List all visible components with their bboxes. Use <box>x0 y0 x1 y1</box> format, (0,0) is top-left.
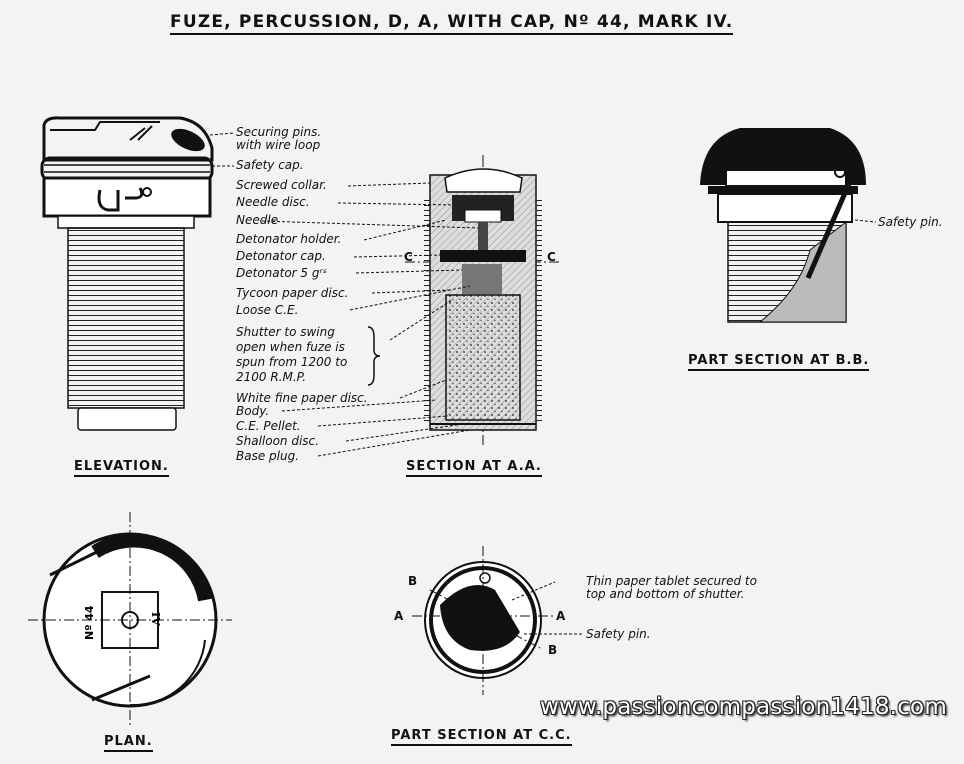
caption-section-aa: SECTION AT A.A. <box>406 459 542 477</box>
label-screwed-collar: Screwed collar. <box>236 178 327 192</box>
label-thin-paper-tablet: Thin paper tablet secured to top and bot… <box>586 574 757 601</box>
label-safety-cap: Safety cap. <box>236 158 304 172</box>
caption-part-section-bb: PART SECTION AT B.B. <box>688 353 870 371</box>
label-body: Body. <box>236 404 270 418</box>
elevation-view <box>40 116 214 431</box>
label-safety-pin-bb: Safety pin. <box>878 215 943 229</box>
label-ce-pellet: C.E. Pellet. <box>236 419 301 433</box>
section-letter-a-right: A <box>556 609 566 623</box>
label-safety-pin-cc: Safety pin. <box>586 627 651 641</box>
section-aa-view <box>405 155 560 445</box>
plan-view: Nº 44 IV <box>28 512 232 725</box>
label-needle-disc: Needle disc. <box>236 195 310 209</box>
label-needle: Needle <box>236 213 279 227</box>
section-letter-c-right: C <box>547 250 556 264</box>
caption-part-section-cc: PART SECTION AT C.C. <box>391 728 572 746</box>
label-tycoon-paper-disc: Tycoon paper disc. <box>236 286 349 300</box>
label-detonator-5grs: Detonator 5 gʳˢ <box>236 266 328 280</box>
section-letter-b-bottom: B <box>548 643 558 657</box>
section-letter-a-left: A <box>394 609 404 623</box>
section-letter-b-top: B <box>408 574 418 588</box>
section-letter-c-left: C <box>404 250 413 264</box>
label-shutter: Shutter to swing open when fuze is spun … <box>236 325 348 384</box>
leader-lines <box>209 132 479 457</box>
section-cc-view <box>412 546 582 695</box>
label-detonator-cap: Detonator cap. <box>236 249 326 263</box>
label-shalloon-disc: Shalloon disc. <box>236 434 319 448</box>
caption-elevation: ELEVATION. <box>74 459 169 477</box>
label-loose-ce: Loose C.E. <box>236 303 299 317</box>
label-white-fine-paper-disc: White fine paper disc. <box>236 391 368 405</box>
plan-mark-marking: IV <box>149 612 162 626</box>
plan-number-marking: Nº 44 <box>83 605 96 640</box>
section-bb-view <box>700 128 877 323</box>
label-securing-pins: Securing pins. with wire loop <box>236 125 322 152</box>
label-detonator-holder: Detonator holder. <box>236 232 342 246</box>
shutter-brace <box>367 326 381 386</box>
label-base-plug: Base plug. <box>236 449 300 463</box>
drawing-title: FUZE, PERCUSSION, D, A, WITH CAP, Nº 44,… <box>170 12 734 35</box>
caption-plan: PLAN. <box>104 734 153 752</box>
watermark-url: www.passioncompassion1418.com <box>540 694 947 720</box>
